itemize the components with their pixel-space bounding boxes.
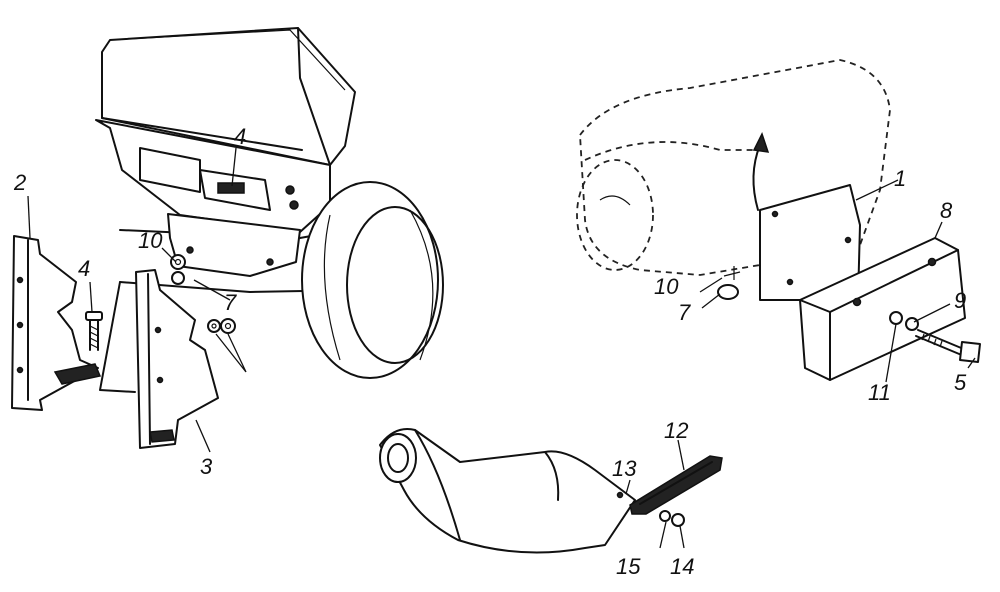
discharge-chute	[379, 428, 636, 554]
left-bracket	[11, 235, 102, 411]
callout-9: 9	[954, 288, 967, 313]
callout-10-left: 10	[138, 228, 163, 253]
washer-nut-pair	[207, 318, 236, 334]
callout-11: 11	[868, 380, 891, 405]
callout-14: 14	[670, 554, 695, 579]
callout-8: 8	[940, 198, 953, 223]
handle-12	[629, 455, 723, 515]
bolt-4	[85, 311, 103, 351]
callout-10-right: 10	[654, 274, 679, 299]
bolt-5-with-washers	[889, 311, 981, 363]
callout-7-left: 7	[224, 290, 237, 315]
ornament-plate	[217, 182, 245, 194]
rotation-arrow	[752, 132, 770, 211]
callout-12: 12	[664, 418, 689, 443]
engine-housing-phantom	[576, 59, 891, 276]
nut-10-right	[717, 266, 741, 300]
callout-7-right: 7	[678, 300, 691, 325]
callout-2: 2	[14, 170, 27, 195]
callout-4-top: 4	[234, 124, 247, 149]
front-wheel	[301, 181, 444, 379]
callout-1: 1	[894, 166, 907, 191]
callout-15: 15	[616, 554, 641, 579]
washer-nut-14-15	[659, 510, 685, 527]
right-bracket	[135, 269, 219, 449]
callout-4-left: 4	[78, 256, 91, 281]
callout-3: 3	[200, 454, 213, 479]
tractor-hood	[101, 27, 356, 166]
callout-13: 13	[612, 456, 637, 481]
tractor-frame	[99, 213, 361, 393]
tractor-front-grille	[95, 119, 331, 233]
leader-lines	[27, 147, 976, 549]
nut-10-left	[170, 254, 186, 285]
callout-5: 5	[954, 370, 967, 395]
mounting-plate-1	[759, 184, 861, 301]
